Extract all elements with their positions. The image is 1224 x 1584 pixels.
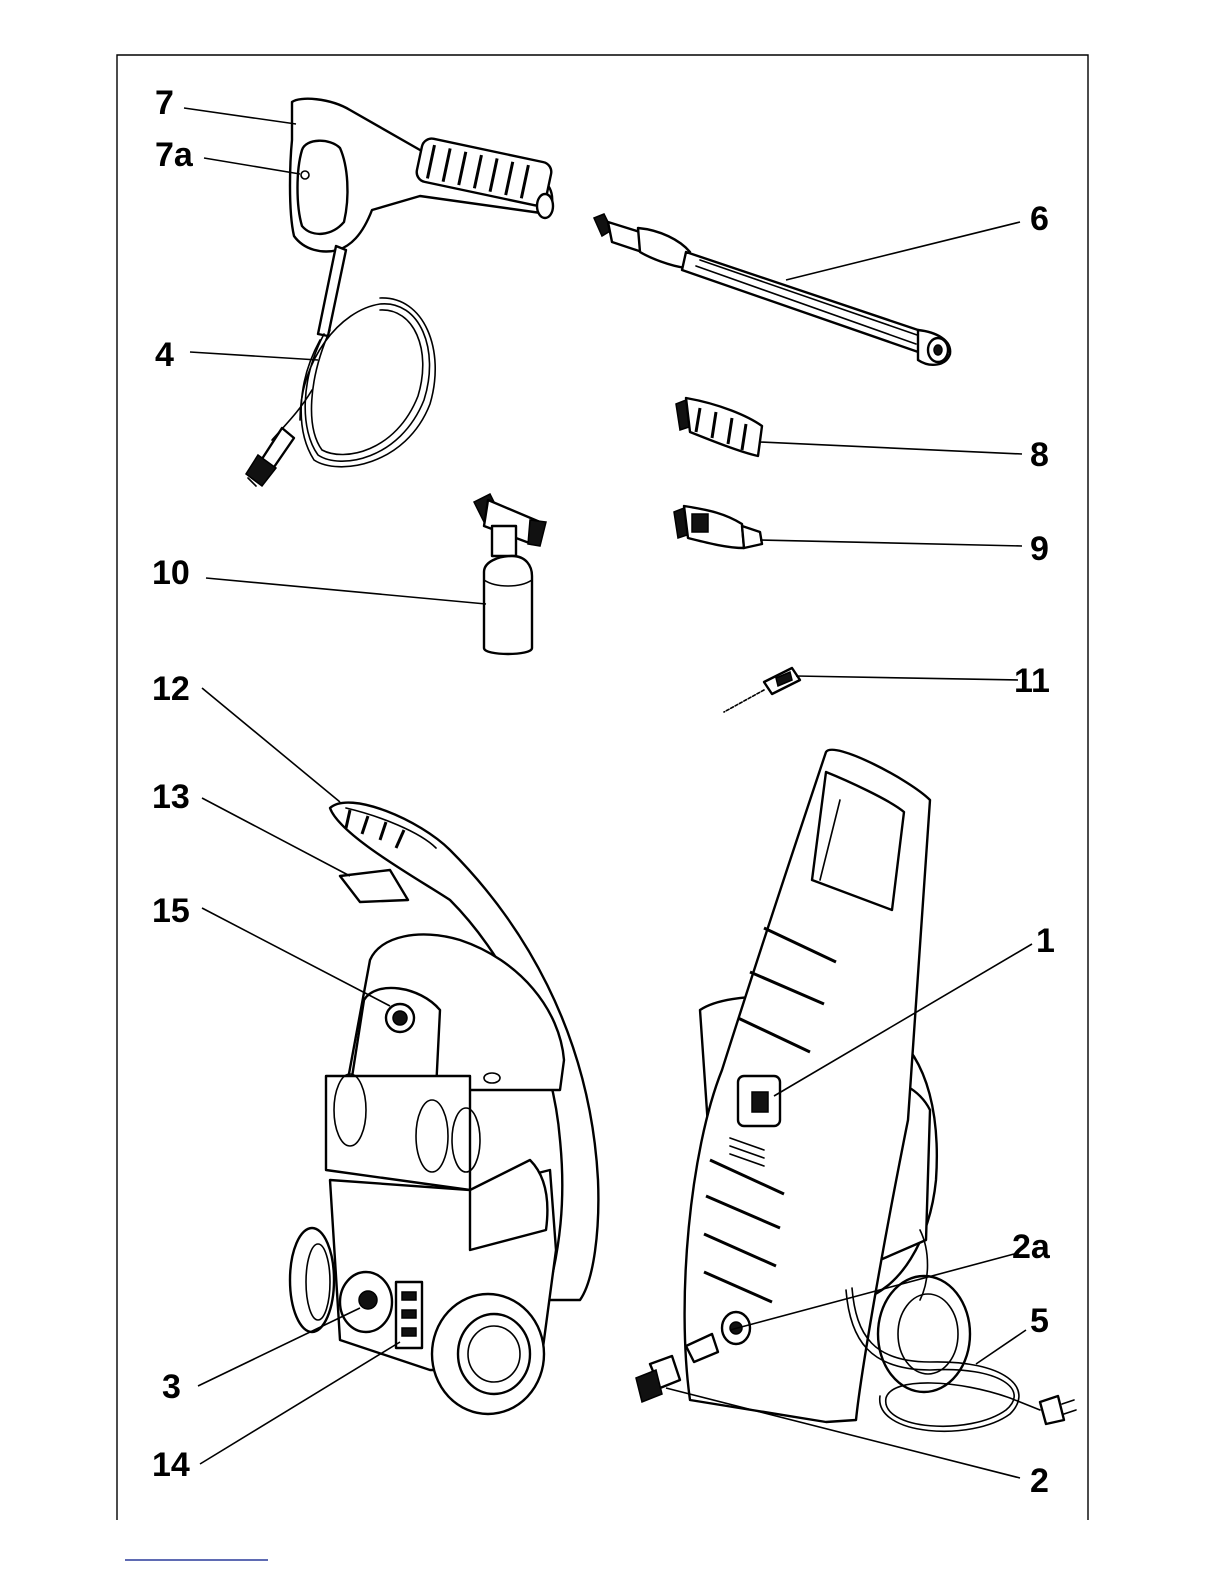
callout-6: 6: [1030, 200, 1049, 238]
callout-13: 13: [152, 778, 190, 816]
machine-rear-view-drawing: [290, 803, 598, 1414]
nozzle-9-drawing: [674, 506, 762, 548]
callout-1: 1: [1036, 922, 1055, 960]
callout-3: 3: [162, 1368, 181, 1406]
nozzle-8-drawing: [676, 398, 762, 456]
callout-2a: 2a: [1012, 1228, 1051, 1266]
hose-drawing: [246, 298, 435, 486]
callout-7a: 7a: [155, 136, 194, 174]
callout-14: 14: [152, 1446, 190, 1484]
detergent-bottle-drawing: [474, 494, 546, 654]
callout-12: 12: [152, 670, 190, 708]
lance-drawing: [594, 214, 950, 365]
callout-8: 8: [1030, 436, 1049, 474]
cleaning-needle-drawing: [724, 668, 800, 712]
callout-7: 7: [155, 84, 174, 122]
callout-9: 9: [1030, 530, 1049, 568]
machine-front-view-drawing: [636, 750, 1076, 1431]
callout-2: 2: [1030, 1462, 1049, 1500]
callout-10: 10: [152, 554, 190, 592]
callout-15: 15: [152, 892, 190, 930]
callout-11: 11: [1014, 662, 1050, 700]
trigger-gun-drawing: [290, 99, 553, 336]
callout-4: 4: [155, 336, 174, 374]
callout-5: 5: [1030, 1302, 1049, 1340]
